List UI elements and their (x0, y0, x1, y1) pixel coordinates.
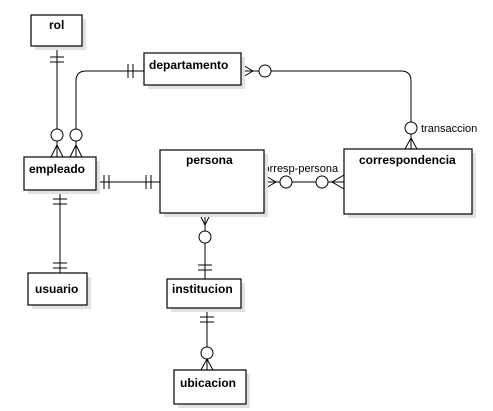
corresp-persona-correspondencia-crowfoot (331, 174, 345, 190)
entity-institucion[interactable]: institucion (166, 278, 245, 312)
empleado-usuario-one-marker-bottom (53, 262, 67, 269)
entity-rol-label: rol (49, 18, 64, 32)
entity-ubicacion[interactable]: ubicacion (173, 369, 250, 408)
entity-departamento-label: departamento (149, 58, 228, 72)
rol-empleado-crowfoot (50, 143, 64, 158)
institucion-ubicacion-one-marker (200, 316, 214, 323)
corresp-persona-label: corresp-persona (258, 163, 339, 175)
departamento-empleado-zero-marker (69, 128, 83, 142)
transaccion-label: transaccion (421, 123, 477, 135)
ubicacion-zero-marker (200, 346, 214, 360)
departamento-empleado-crowfoot (69, 143, 83, 158)
departamento-one-marker (127, 64, 134, 78)
entity-usuario[interactable]: usuario (27, 272, 91, 309)
rol-one-marker (50, 56, 64, 63)
transaccion-correspondencia-crowfoot (404, 136, 418, 150)
cardinality-markers (50, 56, 418, 371)
entity-empleado[interactable]: empleado (23, 156, 100, 194)
entity-empleado-label: empleado (29, 162, 85, 176)
corresp-persona-persona-zero-marker (279, 175, 293, 189)
rol-empleado-zero-marker (50, 128, 64, 142)
empleado-usuario-one-marker-top (53, 198, 67, 205)
entity-persona[interactable]: persona (159, 149, 268, 217)
empleado-persona-one-marker-right (145, 175, 152, 189)
entity-departamento[interactable]: departamento (143, 52, 245, 89)
empleado-persona-one-marker-left (103, 175, 110, 189)
entity-rol[interactable]: rol (30, 14, 86, 50)
entity-correspondencia-label: correspondencia (359, 153, 456, 167)
corresp-persona-correspondencia-zero-marker (315, 175, 329, 189)
entity-institucion-label: institucion (172, 282, 233, 296)
transaccion-line (241, 70, 412, 149)
entity-usuario-label: usuario (35, 282, 78, 296)
ubicacion-crowfoot (200, 357, 214, 371)
entity-persona-label: persona (186, 153, 233, 167)
entity-correspondencia[interactable]: correspondencia (343, 148, 476, 218)
transaccion-correspondencia-zero-marker (404, 121, 418, 135)
transaccion-departamento-zero-marker (258, 64, 272, 78)
institucion-persona-one-marker (198, 264, 212, 271)
entity-ubicacion-label: ubicacion (180, 376, 236, 390)
departamento-empleado-line (75, 70, 144, 157)
persona-institucion-zero-marker (198, 230, 212, 244)
